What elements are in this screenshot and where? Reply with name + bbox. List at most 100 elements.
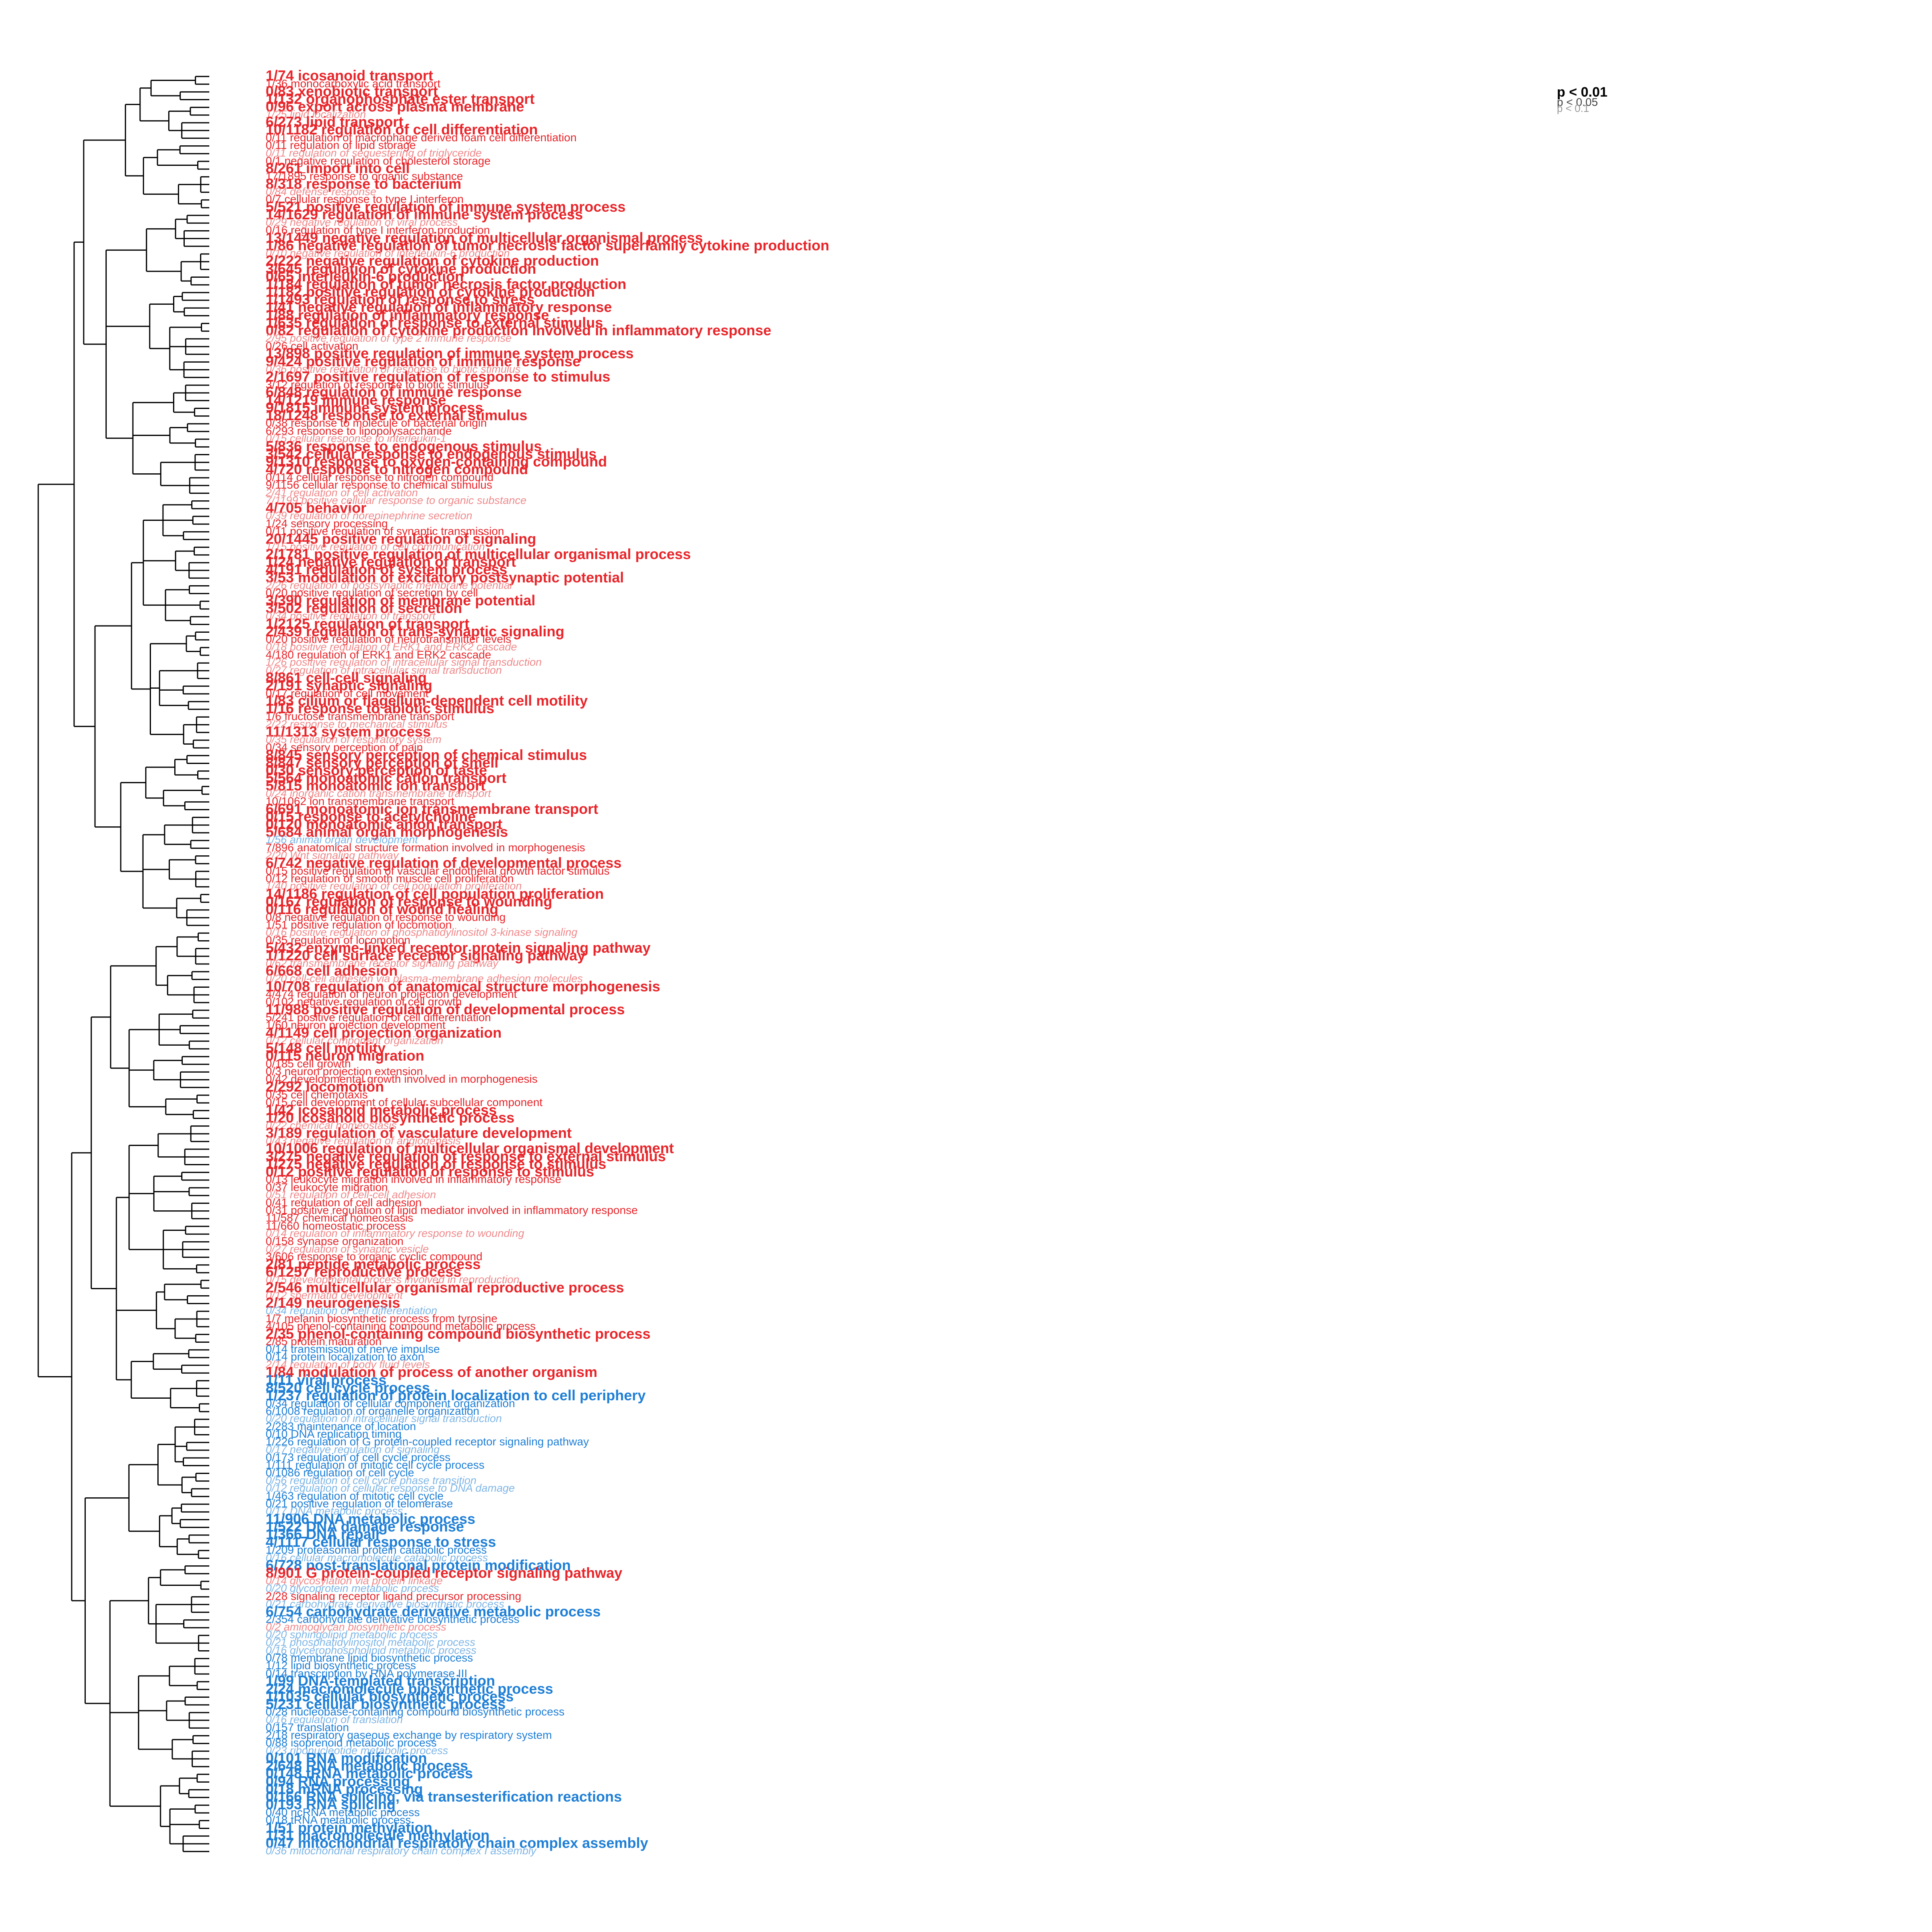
go-term-label: 6/668 cell adhesion [266, 962, 398, 979]
go-term-label: 0/62 transmembrane receptor signaling pa… [266, 957, 498, 970]
go-term-label: 2/439 regulation of trans-synaptic signa… [266, 623, 565, 640]
go-term-label: 2/95 positive regulation of type 2 immun… [266, 332, 512, 345]
go-term-label: 1/6 fructose transmembrane transport [266, 710, 454, 723]
go-term-label: 1/24 sensory processing [266, 517, 388, 530]
go-term-label: 6/273 lipid transport [266, 114, 404, 130]
go-term-label: 1/12 lipid biosynthetic process [266, 1659, 416, 1672]
go-term-label: 0/13 leukocyte migration involved in inf… [266, 1173, 561, 1186]
go-term-label: 0/47 mitochondrial respiratory chain com… [266, 1835, 648, 1852]
go-term-label: 0/27 regulation of intracellular signal … [266, 664, 502, 676]
go-term-label: 0/88 isoprenoid metabolic process [266, 1736, 437, 1749]
go-term-label: 0/35 regulation of locomotion [266, 934, 411, 947]
go-term-label: 0/20 sphingolipid metabolic process [266, 1629, 438, 1641]
go-term-label: 0/12 spermatid development [266, 1289, 403, 1301]
go-term-label: 0/42 developmental growth involved in mo… [266, 1073, 538, 1086]
go-term-label: 0/2 aminoglycan biosynthetic process [266, 1621, 446, 1633]
go-term-label: 0/17 regulation of cell movement [266, 687, 429, 700]
go-term-label: 0/14 regulation of inflammatory response… [266, 1227, 524, 1240]
go-term-label: 0/8 negative regulation of response to w… [266, 910, 506, 923]
go-term-label: 2/85 protein maturation [266, 1335, 382, 1348]
go-term-label: 6/293 response to lipopolysaccharide [266, 424, 452, 437]
go-term-label: 9/1156 cellular response to chemical sti… [266, 478, 492, 491]
go-term-label: 0/166 RNA splicing, via transesterificat… [266, 1788, 622, 1805]
go-term-label: 0/65 interleukin-6 production [266, 268, 464, 285]
go-term-label: 8/861 cell-cell signaling [266, 669, 427, 686]
go-term-label: 1/237 regulation of protein localization… [266, 1387, 646, 1404]
go-term-label: 0/15 cellular response to interleukin-1 [266, 432, 446, 445]
go-term-label: 11/1313 system process [266, 723, 431, 740]
go-term-label: 0/12 positive regulation of response to … [266, 1163, 594, 1180]
go-term-label: 0/34 sensory perception of pain [266, 741, 423, 753]
go-term-label: 1/2125 regulation of transport [266, 615, 470, 632]
go-term-label: 0/14 transmission of nerve impulse [266, 1343, 440, 1356]
go-term-label: 0/31 positive regulation of lipid mediat… [266, 1204, 638, 1217]
go-term-label: 5/432 enzyme-linked receptor protein sig… [266, 939, 651, 956]
go-term-label: 5/148 cell motility [266, 1040, 386, 1057]
go-term-label: 0/39 regulation of norepinephrine secret… [266, 510, 473, 522]
legend-title: p < 0.01 [1557, 85, 1608, 100]
go-term-label: 0/1 negative regulation of cholesterol s… [266, 154, 491, 167]
legend-item-p005: p < 0.05 [1557, 96, 1598, 108]
go-term-label: 0/36 mitochondrial respiratory chain com… [266, 1845, 537, 1857]
go-term-label: 0/18 tRNA metabolic process [266, 1813, 411, 1826]
go-term-label: 0/12 regulation of cellular response to … [266, 1482, 515, 1494]
go-term-label: 1/1220 cell surface receptor signaling p… [266, 947, 586, 964]
go-term-label: 4/180 regulation of ERK1 and ERK2 cascad… [266, 648, 491, 661]
go-term-label: 8/261 import into cell [266, 160, 410, 177]
go-term-label: 0/36 positive regulation of response to … [266, 363, 521, 375]
go-term-label: 5/836 response to endogenous stimulus [266, 438, 542, 454]
go-term-label: 2/41 regulation of cell activation [266, 486, 418, 499]
go-term-label: 0/51 regulation of cell-cell adhesion [266, 1189, 436, 1201]
go-term-label: 0/15 cell development of cellular subcel… [266, 1096, 543, 1108]
go-term-label: 0/21 positive regulation of telomerase [266, 1497, 453, 1510]
go-term-label: 0/102 negative regulation of cell growth [266, 995, 462, 1008]
go-term-label: 1/31 macromolecule methylation [266, 1827, 490, 1843]
go-term-label: 1/88 regulation of inflammatory response [266, 306, 549, 323]
go-term-label: 1/7 melanin biosynthetic process from ty… [266, 1312, 497, 1325]
go-term-label: 0/101 RNA modification [266, 1750, 427, 1767]
go-term-label: 3/502 regulation of secretion [266, 600, 462, 617]
go-term-label: 0/16 glycerophospholipid metabolic proce… [266, 1644, 477, 1656]
go-term-label: 2/354 carbohydrate derivative biosynthet… [266, 1613, 520, 1626]
go-term-label: 1/41 negative regulation of inflammatory… [266, 299, 612, 316]
go-term-label: 2/546 multicellular organismal reproduct… [266, 1279, 624, 1296]
go-term-label: 1/36 monocarboxylic acid transport [266, 77, 441, 90]
go-term-label: 0/16 positive regulation of phosphatidyl… [266, 926, 578, 939]
go-term-label: 0/20 cell-cell adhesion via plasma-membr… [266, 972, 583, 985]
go-term-label: 0/12 regulation of smooth muscle cell pr… [266, 872, 514, 885]
go-term-label: 1/42 icosanoid metabolic process [266, 1101, 497, 1118]
go-term-label: 0/193 RNA splicing [266, 1796, 396, 1813]
go-term-label: 0/82 regulation of cytokine production i… [266, 322, 772, 339]
go-term-label: 10/1062 ion transmembrane transport [266, 795, 454, 807]
go-term-label: 8/845 sensory perception of chemical sti… [266, 746, 587, 763]
go-term-label: 2/648 RNA metabolic process [266, 1757, 468, 1774]
go-term-label: 3/542 cellular response to endogenous st… [266, 445, 597, 462]
go-term-label: 6/754 carbohydrate derivative metabolic … [266, 1603, 601, 1620]
go-term-label: 1/522 DNA damage response [266, 1518, 464, 1535]
go-term-label: 0/7 cellular response to type I interfer… [266, 193, 464, 206]
go-term-label: 0/26 cell activation [266, 339, 359, 352]
go-term-label: 0/20 positive regulation of secretion by… [266, 586, 478, 599]
go-term-label: 0/10 DNA replication timing [266, 1428, 402, 1441]
go-term-label: 1/275 negative regulation of response to… [266, 1155, 607, 1172]
go-term-label: 1/40 positive regulation of cell populat… [266, 880, 522, 892]
go-term-label: 11/906 DNA metabolic process [266, 1510, 475, 1527]
go-term-label: 1/74 icosanoid transport [266, 67, 433, 84]
go-term-label: 0/56 regulation of cell cycle phase tran… [266, 1474, 477, 1486]
go-term-label: 10/1006 regulation of multicellular orga… [266, 1140, 674, 1157]
go-term-label: 1/1493 regulation of response to stress [266, 291, 535, 308]
go-term-label: 1/11 viral process [266, 1371, 387, 1388]
go-term-label: 0/84 defense response [266, 185, 376, 198]
go-term-label: 4/720 response to nitrogen compound [266, 461, 528, 478]
go-term-label: 0/15 positive regulation of vascular end… [266, 864, 610, 877]
go-term-label: 1/84 modulation of process of another or… [266, 1364, 598, 1381]
go-term-label: 0/38 response to molecule of bacterial o… [266, 417, 487, 429]
go-term-label: 0/157 translation [266, 1721, 349, 1734]
go-term-label: 3/645 regulation of cytokine production [266, 260, 537, 277]
go-term-label: 11/660 homeostatic process [266, 1219, 406, 1232]
go-term-label: 2/292 locomotion [266, 1078, 384, 1095]
go-term-label: 0/23 ribonucleotide metabolic process [266, 1744, 448, 1757]
go-term-label: 0/35 cell chemotaxis [266, 1088, 368, 1101]
go-term-label: 0/17 DNA metabolic process [266, 1505, 403, 1517]
